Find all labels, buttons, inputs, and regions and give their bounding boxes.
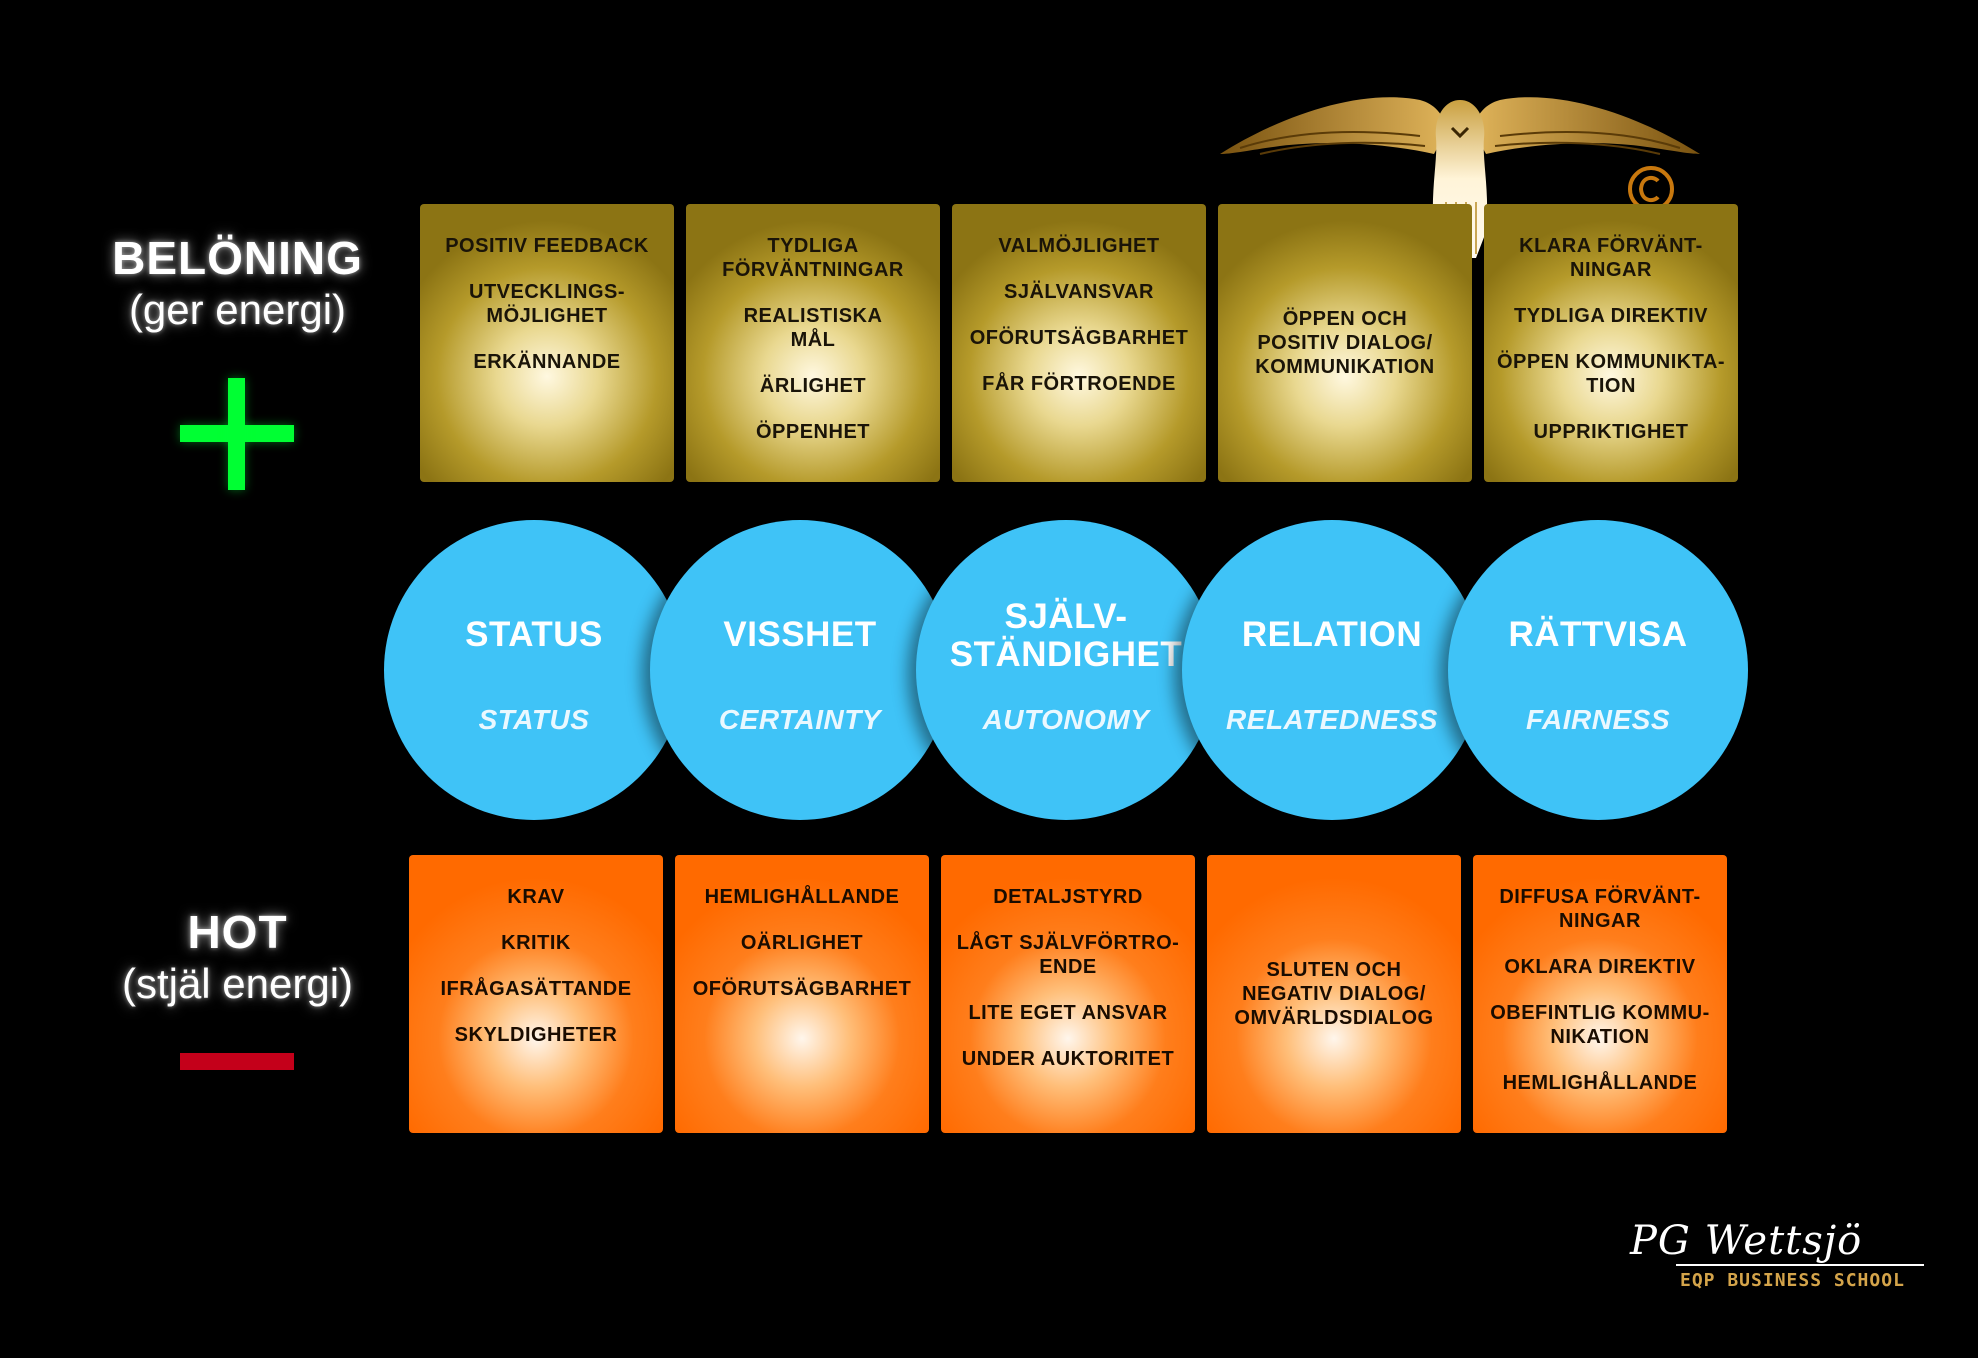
domain-title: STATUS (465, 615, 603, 654)
reward-item: ERKÄNNANDE (473, 351, 621, 373)
domain-english: FAIRNESS (1525, 704, 1671, 735)
threat-item: SLUTEN OCH NEGATIV DIALOG/ OMVÄRLDSDIALO… (1234, 959, 1434, 1029)
signature: PG Wettsjö (1630, 1218, 1863, 1264)
domain-circle: RÄTTVISA FAIRNESS (1448, 520, 1748, 820)
reward-item: ÖPPENHET (755, 421, 871, 443)
plus-icon (180, 378, 294, 490)
threat-item: OKLARA DIREKTIV (1504, 956, 1696, 978)
domain-title: RÄTTVISA (1508, 615, 1688, 654)
threat-item: DETALJSTYRD (993, 886, 1143, 908)
school-name: EQP BUSINESS SCHOOL (1680, 1270, 1905, 1291)
reward-item: UTVECKLINGS- MÖJLIGHET (469, 281, 625, 327)
reward-item: VALMÖJLIGHET (998, 235, 1160, 257)
reward-item: FÅR FÖRTROENDE (982, 373, 1176, 395)
threat-item: OBEFINTLIG KOMMU- NIKATION (1490, 1002, 1710, 1048)
threat-box: DETALJSTYRD LÅGT SJÄLVFÖRTRO- ENDE LITE EG… (941, 855, 1195, 1133)
reward-item: ÖPPEN KOMMUNIKTA- TION (1496, 351, 1726, 397)
reward-label: BELÖNING (ger energi) (60, 232, 415, 336)
threat-item: OFÖRUTSÄGBARHET (692, 978, 912, 1000)
reward-item: ÖPPEN OCH POSITIV DIALOG/ KOMMUNIKATION (1255, 308, 1435, 378)
reward-item: TYDLIGA DIREKTIV (1514, 305, 1708, 327)
threat-box: SLUTEN OCH NEGATIV DIALOG/ OMVÄRLDSDIALO… (1207, 855, 1461, 1133)
reward-item: UPPRIKTIGHET (1533, 421, 1689, 443)
reward-box: TYDLIGA FÖRVÄNTNINGAR REALISTISKA MÅL ÄRLI… (686, 204, 940, 482)
domain-title: SJÄLV- STÄNDIGHET (949, 597, 1183, 674)
threat-item: HEMLIGHÅLLANDE (1502, 1072, 1698, 1094)
reward-box: POSITIV FEEDBACK UTVECKLINGS- MÖJLIGHET ER… (420, 204, 674, 482)
threat-subtitle: (stjäl energi) (121, 960, 354, 1007)
threat-item: OÄRLIGHET (740, 932, 864, 954)
threat-item: HEMLIGHÅLLANDE (704, 886, 900, 908)
domain-english: AUTONOMY (982, 704, 1150, 735)
threat-box: KRAV KRITIK IFRÅGASÄTTANDE SKYLDIGHETER (409, 855, 663, 1133)
reward-box: VALMÖJLIGHET SJÄLVANSVAR OFÖRUTSÄGBARHET FÅ… (952, 204, 1206, 482)
threat-item: DIFFUSA FÖRVÄNT- NINGAR (1499, 886, 1701, 932)
reward-item: REALISTISKA MÅL (743, 305, 883, 351)
domain-english: CERTAINTY (718, 704, 882, 735)
eagle-icon (1220, 97, 1700, 258)
threat-box: DIFFUSA FÖRVÄNT- NINGAR OKLARA DIREKTIV OB… (1473, 855, 1727, 1133)
threat-item: IFRÅGASÄTTANDE (440, 978, 632, 1000)
reward-item: SJÄLVANSVAR (1004, 281, 1154, 303)
domain-circle: STATUS STATUS (384, 520, 684, 820)
pg-wettsjo-logo: PG Wettsjö EQP BUSINESS SCHOOL (1620, 1218, 1926, 1291)
domain-circle: VISSHET CERTAINTY (650, 520, 950, 820)
reward-item: OFÖRUTSÄGBARHET (969, 327, 1189, 349)
domain-english: RELATEDNESS (1226, 704, 1438, 735)
threat-item: KRITIK (501, 932, 571, 954)
domain-english: STATUS (478, 704, 590, 735)
threat-box: HEMLIGHÅLLANDE OÄRLIGHET OFÖRUTSÄGBARHET (675, 855, 929, 1133)
signature-underline (1676, 1264, 1924, 1266)
reward-subtitle: (ger energi) (128, 286, 347, 333)
threat-item: KRAV (507, 886, 565, 908)
threat-label: HOT (stjäl energi) (60, 906, 415, 1010)
reward-item: ÄRLIGHET (759, 375, 867, 397)
domain-circle: SJÄLV- STÄNDIGHET AUTONOMY (916, 520, 1216, 820)
threat-item: LITE EGET ANSVAR (968, 1002, 1168, 1024)
reward-title: BELÖNING (112, 232, 363, 284)
threat-item: UNDER AUKTORITET (961, 1048, 1175, 1070)
reward-item: POSITIV FEEDBACK (445, 235, 649, 257)
domain-title: RELATION (1241, 615, 1423, 654)
reward-box: KLARA FÖRVÄNT- NINGAR TYDLIGA DIREKTIV ÖPP… (1484, 204, 1738, 482)
threat-item: LÅGT SJÄLVFÖRTRO- ENDE (956, 932, 1180, 978)
threat-title: HOT (187, 906, 288, 958)
threat-item: SKYLDIGHETER (454, 1024, 618, 1046)
minus-icon (180, 1053, 294, 1070)
reward-item: KLARA FÖRVÄNT- NINGAR (1519, 235, 1703, 281)
domain-circle: RELATION RELATEDNESS (1182, 520, 1482, 820)
reward-box: ÖPPEN OCH POSITIV DIALOG/ KOMMUNIKATION (1218, 204, 1472, 482)
domain-title: VISSHET (723, 615, 877, 654)
reward-item: TYDLIGA FÖRVÄNTNINGAR (722, 235, 904, 281)
